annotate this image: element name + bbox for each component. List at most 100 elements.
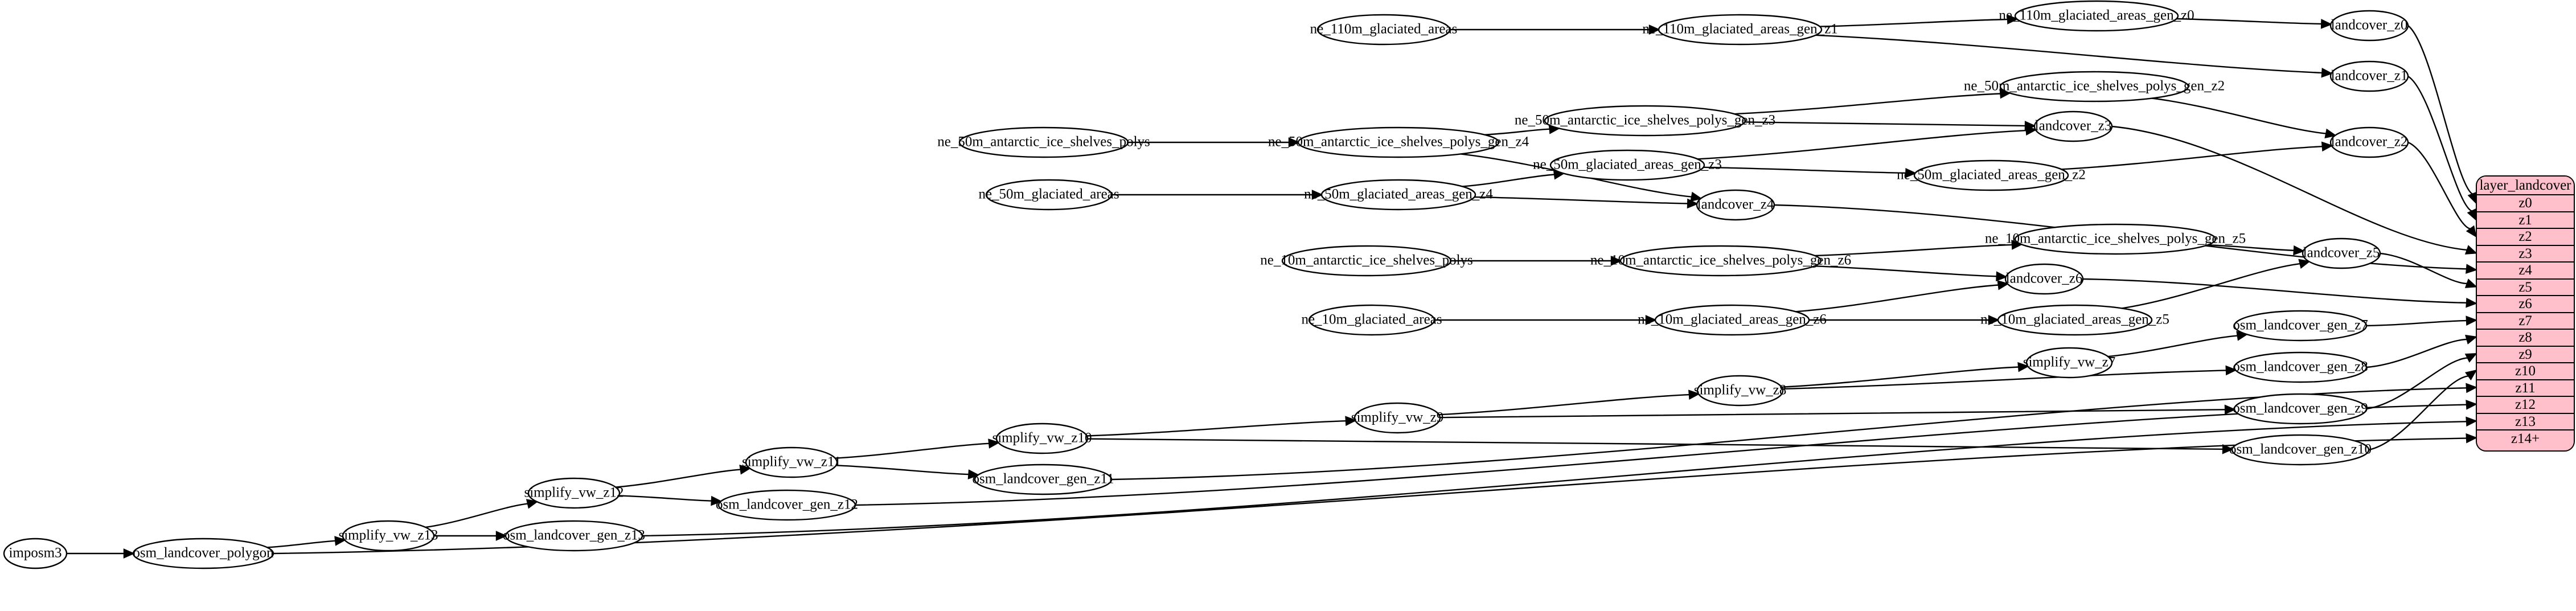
record-row-z14plus[interactable]: z14+ — [2477, 430, 2574, 448]
record-row-z12[interactable]: z12 — [2477, 397, 2574, 414]
node-shape — [717, 489, 856, 521]
node-osm_landcover_polygon[interactable]: osm_landcover_polygon — [132, 538, 274, 569]
node-osm_landcover_gen_z10[interactable]: osm_landcover_gen_z10 — [2229, 434, 2372, 466]
edge-osm_landcover_gen_z9-to-layer_landcover_z9 — [2366, 352, 2477, 410]
node-ne_50m_antarctic_ice_shelves_polys_gen_z2[interactable]: ne_50m_antarctic_ice_shelves_polys_gen_z… — [1964, 71, 2225, 102]
node-shape — [527, 477, 621, 509]
node-osm_landcover_gen_z11[interactable]: osm_landcover_gen_z11 — [973, 464, 1114, 495]
node-simplify_vw_z10[interactable]: simplify_vw_z10 — [992, 423, 1092, 454]
edge-arrowhead — [2467, 191, 2477, 204]
edge-landcover_z5-to-layer_landcover_z5 — [2380, 252, 2477, 288]
node-ne_110m_glaciated_areas_gen_z1[interactable]: ne_110m_glaciated_areas_gen_z1 — [1642, 14, 1838, 46]
edge-simplify_vw_z13-to-osm_landcover_gen_z13 — [434, 531, 507, 541]
node-label: landcover_z1 — [2331, 68, 2408, 84]
edge-simplify_vw_z11-to-simplify_vw_z10 — [835, 438, 1000, 459]
node-ne_10m_glaciated_areas_gen_z5[interactable]: ne_10m_glaciated_areas_gen_z5 — [1980, 304, 2169, 336]
node-osm_landcover_gen_z8[interactable]: osm_landcover_gen_z8 — [2233, 351, 2368, 383]
node-osm_landcover_gen_z13[interactable]: osm_landcover_gen_z13 — [503, 520, 645, 552]
node-ne_10m_antarctic_ice_shelves_polys[interactable]: ne_10m_antarctic_ice_shelves_polys — [1260, 245, 1473, 277]
edge-path — [1703, 166, 1906, 174]
node-label: simplify_vw_z10 — [992, 430, 1092, 446]
node-landcover_z3[interactable]: landcover_z3 — [2033, 110, 2113, 142]
node-ne_50m_antarctic_ice_shelves_polys_gen_z4[interactable]: ne_50m_antarctic_ice_shelves_polys_gen_z… — [1268, 126, 1529, 158]
edge-ne_110m_glaciated_areas-to-ne_110m_glaciated_areas_gen_z1 — [1450, 24, 1660, 35]
edge-path — [2107, 335, 2238, 358]
edge-path — [1734, 93, 2001, 115]
edge-path — [2366, 338, 2467, 368]
node-landcover_z4[interactable]: landcover_z4 — [1696, 189, 1775, 221]
edge-arrowhead — [526, 499, 539, 509]
edge-arrowhead — [711, 495, 723, 506]
node-ne_50m_glaciated_areas[interactable]: ne_50m_glaciated_areas — [978, 179, 1119, 211]
node-ne_10m_glaciated_areas_gen_z6[interactable]: ne_10m_glaciated_areas_gen_z6 — [1638, 304, 1827, 336]
node-label: osm_landcover_gen_z10 — [2229, 442, 2372, 457]
node-ne_50m_antarctic_ice_shelves_polys[interactable]: ne_50m_antarctic_ice_shelves_polys — [937, 126, 1150, 158]
edge-path — [1484, 128, 1550, 136]
node-shape — [2233, 393, 2368, 425]
node-landcover_z1[interactable]: landcover_z1 — [2329, 60, 2409, 92]
node-ne_10m_antarctic_ice_shelves_polys_gen_z5[interactable]: ne_10m_antarctic_ice_shelves_polys_gen_z… — [1985, 223, 2246, 255]
edge-path — [2407, 141, 2471, 229]
edge-simplify_vw_z7-to-osm_landcover_gen_z7 — [2107, 331, 2249, 358]
record-row-z9[interactable]: z9 — [2477, 346, 2574, 363]
record-row-z13[interactable]: z13 — [2477, 413, 2574, 430]
node-landcover_z0[interactable]: landcover_z0 — [2329, 10, 2409, 42]
node-simplify_vw_z11[interactable]: simplify_vw_z11 — [742, 446, 841, 478]
node-label: landcover_z4 — [1697, 197, 1774, 212]
node-ne_50m_antarctic_ice_shelves_polys_gen_z3[interactable]: ne_50m_antarctic_ice_shelves_polys_gen_z… — [1515, 105, 1775, 137]
record-row-z10[interactable]: z10 — [2477, 363, 2574, 380]
node-landcover_z6[interactable]: landcover_z6 — [2004, 263, 2084, 295]
edge-ne_10m_glaciated_areas-to-ne_10m_glaciated_areas_gen_z6 — [1434, 315, 1657, 325]
edge-arrowhead — [1610, 256, 1622, 266]
edge-arrowhead — [967, 469, 980, 479]
node-ne_10m_antarctic_ice_shelves_polys_gen_z6[interactable]: ne_10m_antarctic_ice_shelves_polys_gen_z… — [1590, 245, 1851, 277]
edge-landcover_z6-to-layer_landcover_z6 — [2082, 278, 2477, 308]
edge-osm_landcover_gen_z13-to-layer_landcover_z13 — [642, 416, 2477, 537]
node-simplify_vw_z7[interactable]: simplify_vw_z7 — [2023, 347, 2116, 379]
record-row-z6[interactable]: z6 — [2477, 296, 2574, 313]
node-label: simplify_vw_z12 — [524, 485, 624, 501]
edge-ne_50m_glaciated_areas_gen_z4-to-landcover_z4 — [1474, 196, 1699, 209]
node-osm_landcover_gen_z12[interactable]: osm_landcover_gen_z12 — [716, 489, 858, 521]
edge-path — [1814, 265, 1997, 277]
edge-path — [618, 495, 712, 502]
node-osm_landcover_gen_z7[interactable]: osm_landcover_gen_z7 — [2233, 310, 2368, 342]
node-simplify_vw_z9[interactable]: simplify_vw_z9 — [1351, 402, 1444, 434]
node-simplify_vw_z13[interactable]: simplify_vw_z13 — [339, 520, 438, 552]
edge-path — [1795, 284, 1999, 313]
node-osm_landcover_gen_z9[interactable]: osm_landcover_gen_z9 — [2233, 393, 2368, 425]
node-simplify_vw_z12[interactable]: simplify_vw_z12 — [524, 477, 624, 509]
edge-path — [1474, 196, 1688, 204]
edge-arrowhead — [2324, 128, 2337, 139]
record-row-z8[interactable]: z8 — [2477, 330, 2574, 347]
edge-ne_50m_glaciated_areas-to-ne_50m_glaciated_areas_gen_z4 — [1111, 190, 1323, 200]
record-row-z5[interactable]: z5 — [2477, 279, 2574, 296]
edge-simplify_vw_z10-to-osm_landcover_gen_z10 — [1087, 438, 2234, 454]
edge-arrowhead — [1996, 271, 2008, 282]
edge-path — [1697, 129, 2027, 160]
node-ne_10m_glaciated_areas[interactable]: ne_10m_glaciated_areas — [1301, 304, 1442, 336]
edge-simplify_vw_z8-to-osm_landcover_gen_z8 — [1782, 365, 2237, 390]
record-row-z4[interactable]: z4 — [2477, 263, 2574, 280]
record-row-z3[interactable]: z3 — [2477, 245, 2574, 263]
node-ne_110m_glaciated_areas_gen_z0[interactable]: ne_110m_glaciated_areas_gen_z0 — [1999, 0, 2194, 32]
node-label: ne_50m_glaciated_areas_gen_z4 — [1304, 187, 1493, 202]
node-label: simplify_vw_z8 — [1694, 383, 1787, 398]
record-row-z1[interactable]: z1 — [2477, 212, 2574, 229]
node-ne_110m_glaciated_areas[interactable]: ne_110m_glaciated_areas — [1310, 14, 1458, 46]
record-row-z7[interactable]: z7 — [2477, 313, 2574, 330]
record-row-z2[interactable]: z2 — [2477, 229, 2574, 246]
record-row-z11[interactable]: z11 — [2477, 380, 2574, 397]
node-ne_50m_glaciated_areas_gen_z4[interactable]: ne_50m_glaciated_areas_gen_z4 — [1304, 179, 1493, 211]
record-row-z0[interactable]: z0 — [2477, 195, 2574, 212]
node-landcover_z5[interactable]: landcover_z5 — [2302, 237, 2381, 269]
node-ne_50m_glaciated_areas_gen_z2[interactable]: ne_50m_glaciated_areas_gen_z2 — [1897, 159, 2086, 191]
node-simplify_vw_z8[interactable]: simplify_vw_z8 — [1694, 375, 1787, 407]
node-ne_50m_glaciated_areas_gen_z3[interactable]: ne_50m_glaciated_areas_gen_z3 — [1533, 149, 1722, 181]
edge-path — [1782, 370, 2227, 390]
node-landcover_z2[interactable]: landcover_z2 — [2329, 126, 2409, 158]
edge-osm_landcover_gen_z8-to-layer_landcover_z8 — [2366, 334, 2477, 368]
node-imposm3[interactable]: imposm3 — [3, 538, 68, 569]
